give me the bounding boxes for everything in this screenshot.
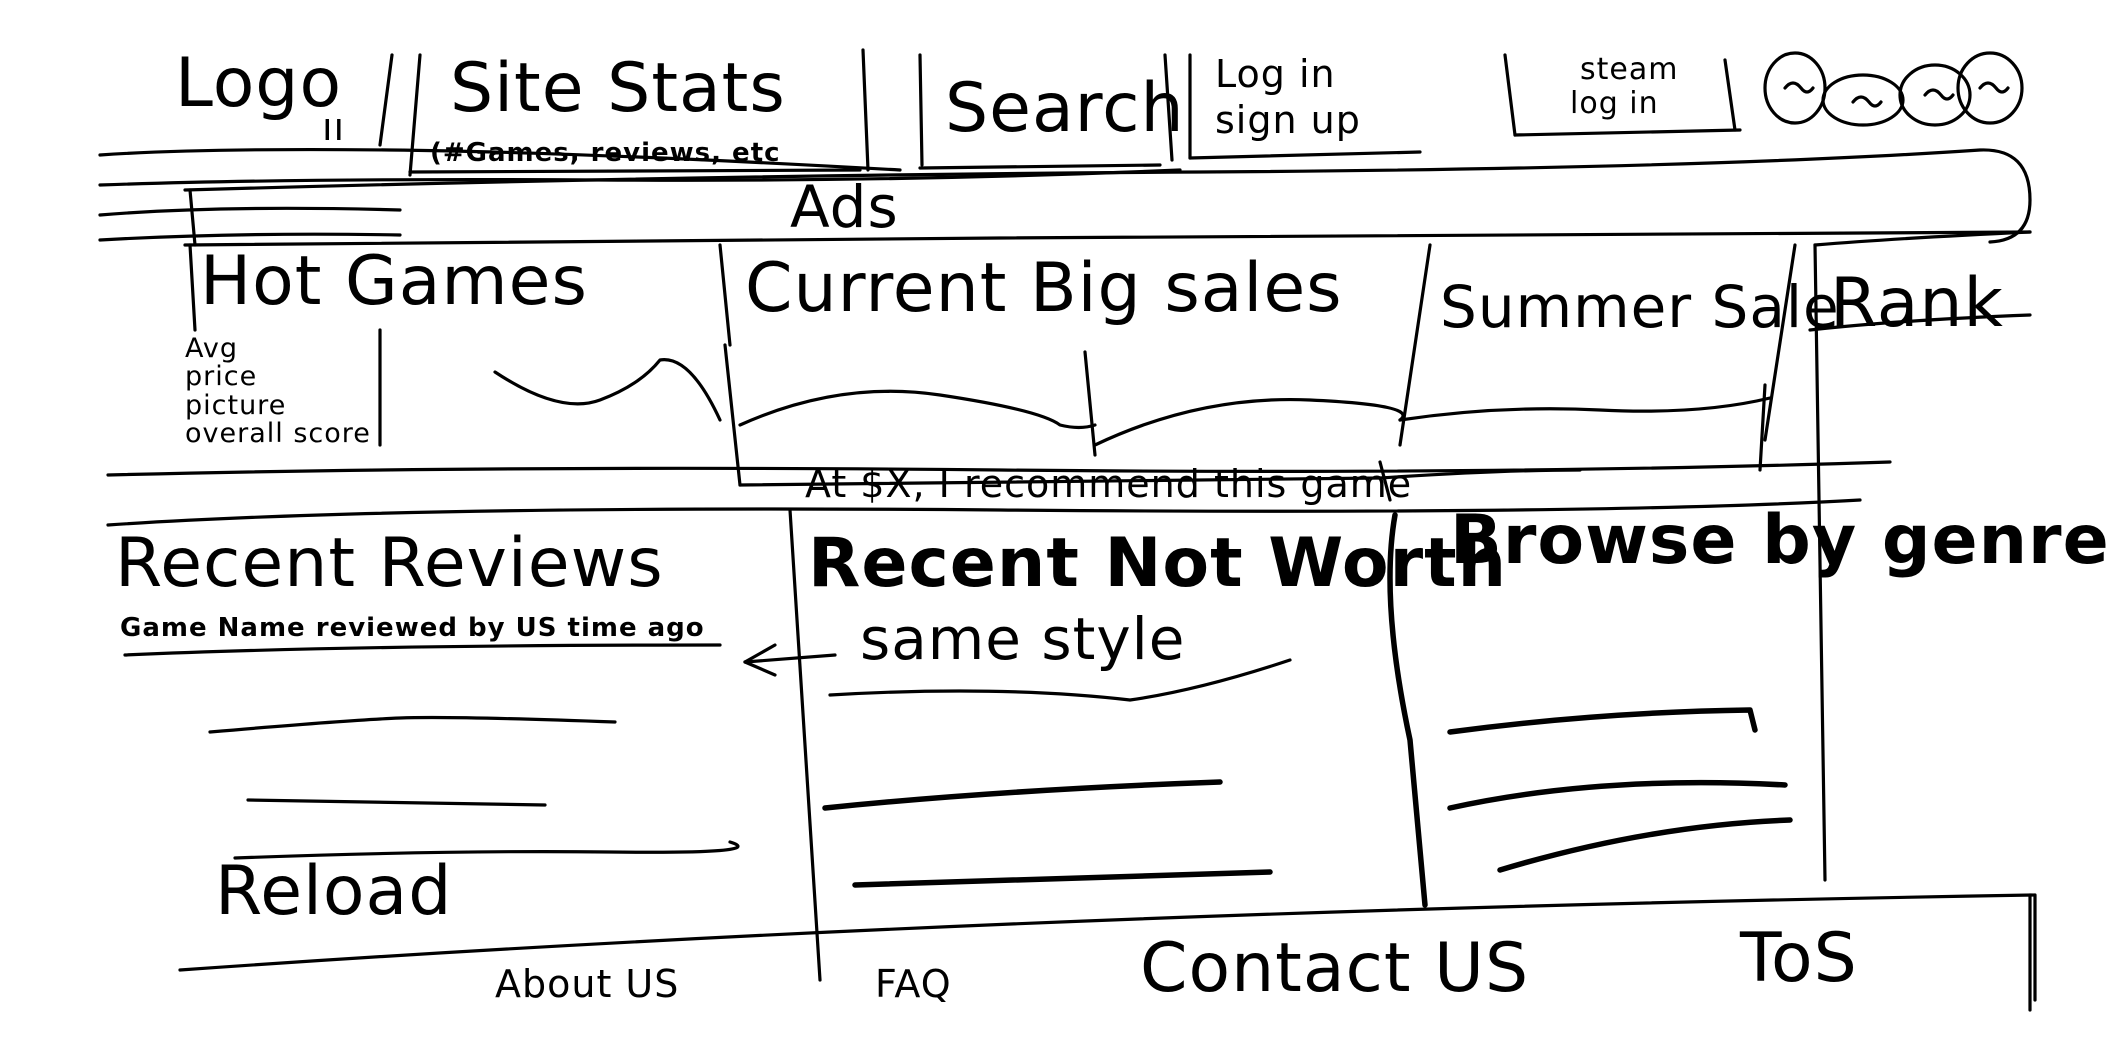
login-signup-button[interactable]: Log in sign up xyxy=(1215,55,1361,139)
social-icon-4-mark xyxy=(1978,81,2010,94)
tab-summer-sale[interactable]: Summer Sale xyxy=(1440,273,1840,341)
login-label: Log in xyxy=(1215,52,1336,96)
logo-small-icon: ıı xyxy=(322,105,346,149)
site-stats-title: Site Stats xyxy=(450,49,786,128)
overall-score-label: overall score xyxy=(185,418,371,450)
steam-label: steam xyxy=(1580,52,1679,87)
search-box[interactable]: Search xyxy=(945,69,1185,148)
recent-reviews-subtitle: Game Name reviewed by US time ago xyxy=(120,613,705,643)
steam-login-button[interactable]: steam log in xyxy=(1560,55,1678,119)
recommend-price-text: At $X, I recommend this game xyxy=(805,462,1413,506)
browse-by-genre-label: Browse by genre xyxy=(1450,501,2110,580)
reload-button[interactable]: Reload xyxy=(215,852,453,931)
social-icon-2-mark xyxy=(1851,95,1883,108)
game-card-labels: Avg price picture overall score xyxy=(185,333,371,450)
recent-not-worth-title: Recent Not Worth xyxy=(808,524,1508,603)
social-icon-4[interactable] xyxy=(1956,51,2024,125)
picture-label: picture xyxy=(185,389,287,421)
social-icon-3[interactable] xyxy=(1898,63,1972,127)
tab-current-big-sales[interactable]: Current Big sales xyxy=(745,249,1343,328)
signup-label: sign up xyxy=(1215,98,1361,142)
rank-panel[interactable]: Rank xyxy=(1830,264,2004,343)
recent-reviews-title: Recent Reviews xyxy=(115,524,664,603)
footer-link-contact[interactable]: Contact US xyxy=(1140,929,1530,1008)
browse-by-genre-title: Browse by genre xyxy=(1450,501,2110,580)
footer-link-faq[interactable]: FAQ xyxy=(875,962,952,1006)
avg-label: Avg xyxy=(185,333,239,364)
logo[interactable]: Logo xyxy=(175,44,343,123)
recent-not-worth-subtitle: same style xyxy=(860,605,1186,673)
social-icon-1-mark xyxy=(1783,81,1815,94)
price-label: price xyxy=(185,361,258,393)
social-icon-2[interactable] xyxy=(1821,73,1905,127)
social-icon-3-mark xyxy=(1923,88,1955,101)
steam-login-label: log in xyxy=(1570,86,1659,121)
footer-link-tos[interactable]: ToS xyxy=(1740,919,1858,998)
social-icon-1[interactable] xyxy=(1763,51,1827,125)
ads-banner[interactable]: Ads xyxy=(790,173,899,241)
site-stats-detail: (#Games, reviews, etc xyxy=(430,138,781,168)
footer-link-about[interactable]: About US xyxy=(495,962,680,1006)
tab-hot-games[interactable]: Hot Games xyxy=(200,242,588,321)
